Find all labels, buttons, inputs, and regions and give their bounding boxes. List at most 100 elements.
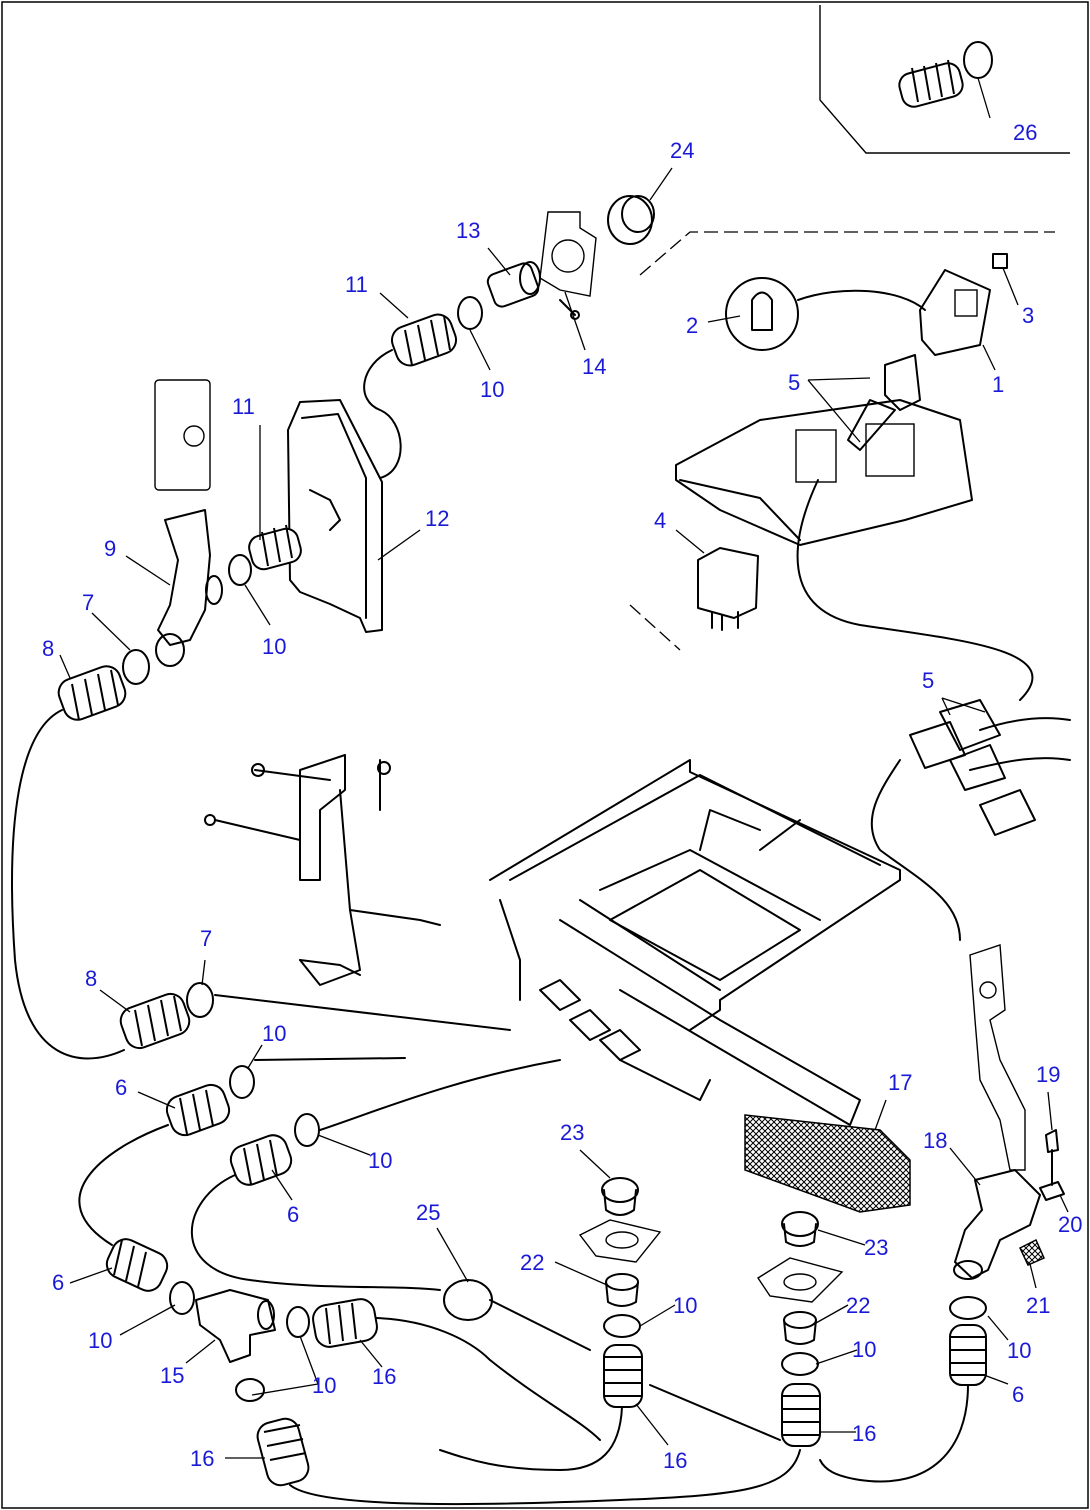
hose-8-upper (57, 665, 127, 721)
callout-16-b: 16 (190, 1446, 214, 1471)
callout-11-mid: 11 (232, 394, 255, 419)
callout-10-b: 10 (368, 1148, 392, 1173)
nut-21 (1019, 1238, 1045, 1266)
screw-14 (559, 299, 580, 320)
callout-17: 17 (888, 1070, 912, 1095)
clamp-25 (443, 1279, 591, 1351)
hose-6-b (229, 1134, 293, 1186)
callout-22-b: 22 (846, 1293, 870, 1318)
clamp-7-upper (122, 649, 150, 685)
adapter-13 (486, 261, 541, 308)
callout-labels: 1 2 3 4 5 5 6 6 6 6 7 7 8 8 9 10 10 10 1… (42, 120, 1082, 1473)
cable-16c (439, 1406, 623, 1471)
callout-8-upper: 8 (42, 636, 54, 661)
callout-25: 25 (416, 1200, 440, 1225)
grommet-23-b (781, 1211, 819, 1247)
cable-top (363, 349, 402, 479)
callout-10-top: 10 (480, 377, 504, 402)
bracket-right (969, 944, 1026, 1171)
callout-10-d: 10 (312, 1373, 336, 1398)
lamp-2 (725, 277, 799, 351)
plate-a (578, 1219, 662, 1263)
hose-16-a (312, 1298, 378, 1348)
clamp-10-a (229, 1065, 255, 1099)
callout-1: 1 (992, 372, 1004, 397)
callout-22-a: 22 (520, 1250, 544, 1275)
duct-18 (953, 1169, 1041, 1280)
connector-5-lower (870, 699, 1071, 941)
hose-6-a (165, 1083, 231, 1137)
clamp-10-e (235, 1378, 265, 1402)
callout-20: 20 (1058, 1212, 1082, 1237)
cable-6a (78, 1124, 169, 1246)
hose-6-c (105, 1238, 169, 1292)
tee-15 (195, 1289, 276, 1363)
callout-23-b: 23 (864, 1235, 888, 1260)
callout-14: 14 (582, 354, 606, 379)
callout-3: 3 (1022, 303, 1034, 328)
callout-10-c: 10 (88, 1328, 112, 1353)
clamp-10-mid (228, 554, 252, 586)
routing-lines (214, 994, 561, 1131)
cable-6d (819, 1384, 969, 1483)
link-16c-16d (649, 1384, 781, 1441)
clamp-10-f (603, 1314, 641, 1338)
pedal-housing-12 (287, 399, 383, 633)
leader-lines (59, 77, 1069, 1459)
callout-24: 24 (670, 138, 694, 163)
hose-11-top (390, 313, 458, 367)
switch-1 (919, 269, 991, 356)
hose-6-d (949, 1324, 987, 1386)
hose-8-lower (119, 992, 191, 1050)
clamp-10-d (286, 1306, 310, 1338)
callout-16-a: 16 (372, 1364, 396, 1389)
cable-16a (375, 1317, 601, 1441)
callout-6-c: 6 (52, 1270, 64, 1295)
callout-6-a: 6 (115, 1075, 127, 1100)
grommet-22-a (605, 1273, 639, 1307)
callout-10-h: 10 (1007, 1338, 1031, 1363)
cable-6b (190, 1174, 441, 1291)
callout-8-lower: 8 (85, 966, 97, 991)
clamp-10-h (949, 1296, 987, 1320)
washer-20 (1039, 1181, 1065, 1201)
callout-5-upper: 5 (788, 370, 800, 395)
clamp-10-top (457, 296, 483, 330)
callout-5-lower: 5 (922, 668, 934, 693)
hose-16-d (781, 1383, 821, 1447)
callout-9: 9 (104, 536, 116, 561)
callout-6-d: 6 (1012, 1382, 1024, 1407)
filter-17 (744, 1114, 911, 1213)
callout-10-g: 10 (852, 1337, 876, 1362)
callout-7-upper: 7 (82, 590, 94, 615)
grommet-22-b (783, 1311, 817, 1345)
console (675, 399, 973, 546)
hose-16-c (603, 1344, 643, 1408)
panel-bracket (539, 211, 597, 297)
callout-26: 26 (1013, 120, 1037, 145)
callout-15: 15 (160, 1363, 184, 1388)
grommet-23-a (601, 1177, 639, 1216)
clamp-10-g (781, 1352, 819, 1376)
clamp-7-lower (186, 982, 214, 1018)
callout-18: 18 (923, 1128, 947, 1153)
callout-4: 4 (654, 508, 666, 533)
relay-4 (697, 547, 759, 631)
hose-11-mid (248, 524, 302, 571)
clamp-10-b (294, 1113, 320, 1147)
plate-b (757, 1257, 844, 1303)
callout-10-f: 10 (673, 1293, 697, 1318)
bracket-assembly (204, 754, 441, 986)
hose-16-b (256, 1417, 310, 1487)
floor-frame (489, 759, 901, 1126)
inset-hose (898, 41, 993, 108)
inset-view (819, 5, 1070, 154)
callout-6-b: 6 (287, 1202, 299, 1227)
cable-left (11, 709, 125, 1060)
cap-3 (992, 253, 1008, 269)
cable-console (796, 479, 1034, 701)
phantom-lines (629, 231, 1055, 651)
lamp-wire (797, 289, 926, 311)
